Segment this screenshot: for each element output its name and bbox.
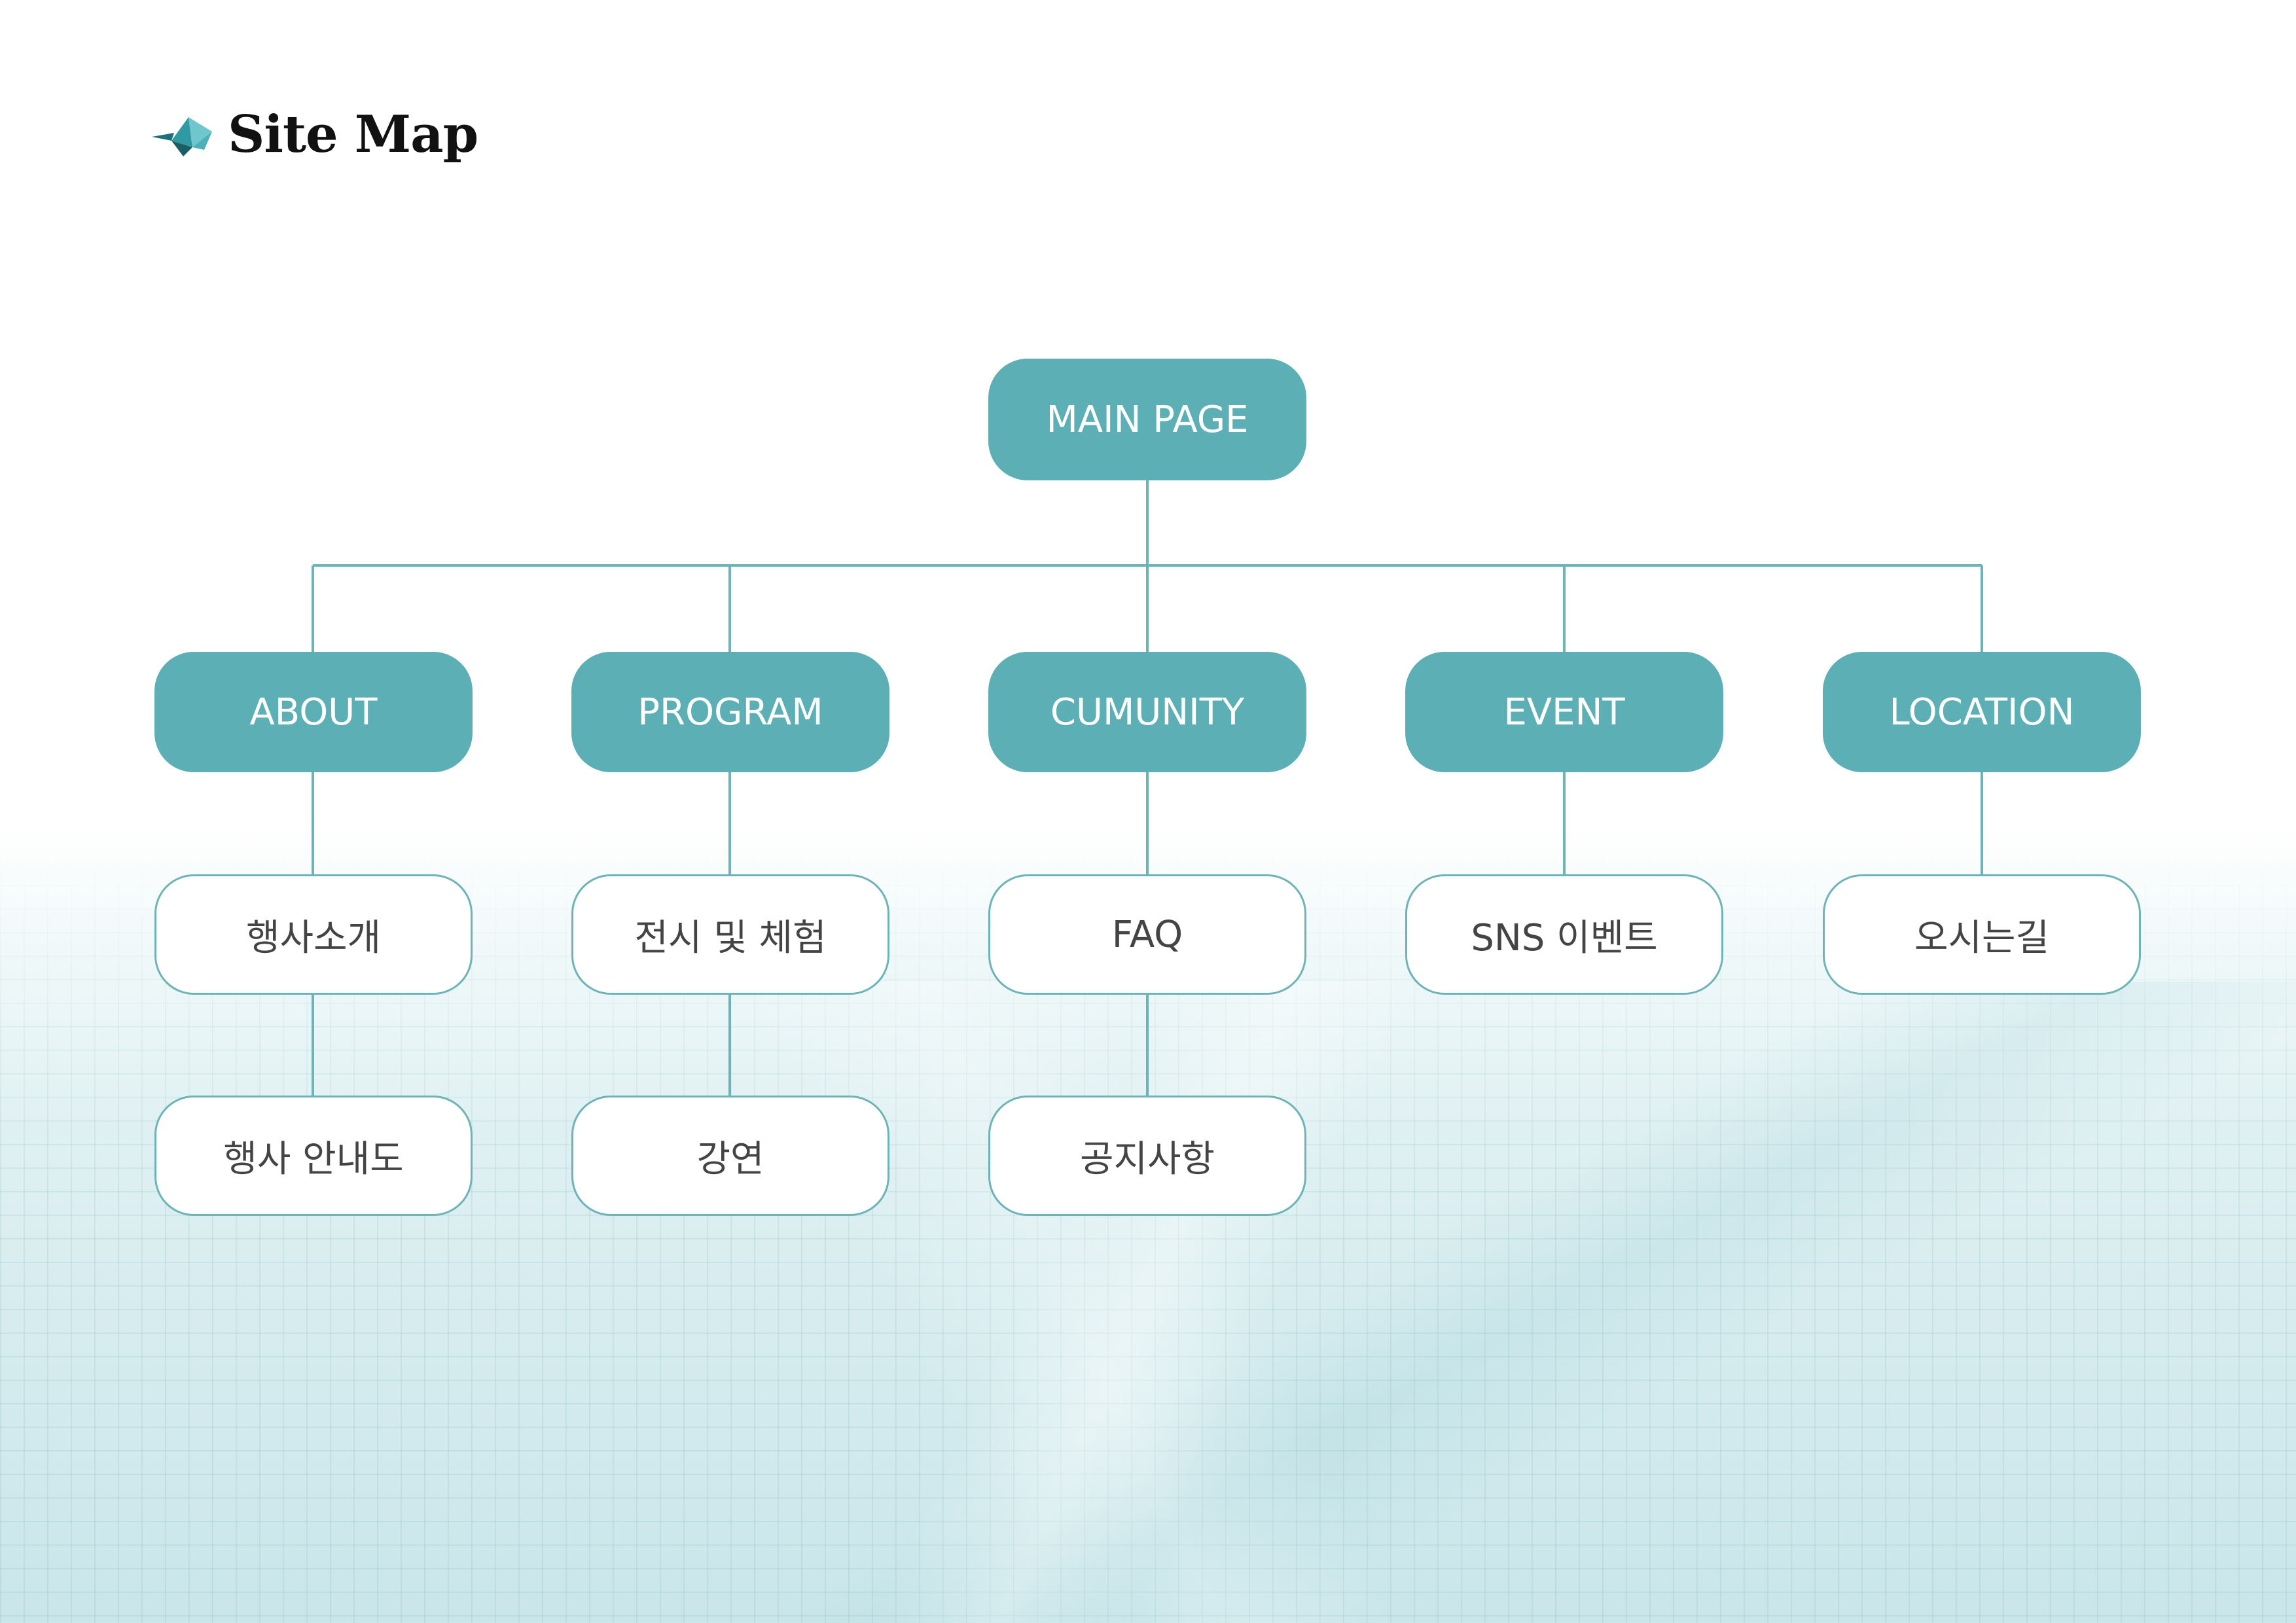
node-directions[interactable]: 오시는길 <box>1823 874 2141 995</box>
node-sns-event[interactable]: SNS 이벤트 <box>1405 874 1723 995</box>
origami-bird-icon <box>152 117 212 156</box>
node-event[interactable]: EVENT <box>1405 652 1723 772</box>
node-lecture[interactable]: 강연 <box>571 1096 889 1216</box>
node-cumunity[interactable]: CUMUNITY <box>988 652 1306 772</box>
node-notice[interactable]: 공지사항 <box>988 1096 1306 1216</box>
node-event-intro[interactable]: 행사소개 <box>154 874 473 995</box>
page-title: Site Map <box>228 104 478 164</box>
node-location[interactable]: LOCATION <box>1823 652 2141 772</box>
node-exhibition-experience[interactable]: 전시 및 체험 <box>571 874 889 995</box>
node-faq[interactable]: FAQ <box>988 874 1306 995</box>
node-program[interactable]: PROGRAM <box>571 652 889 772</box>
node-main-page[interactable]: MAIN PAGE <box>988 359 1306 480</box>
node-about[interactable]: ABOUT <box>154 652 473 772</box>
header: Site Map <box>152 98 478 170</box>
node-event-guide-map[interactable]: 행사 안내도 <box>154 1096 473 1216</box>
